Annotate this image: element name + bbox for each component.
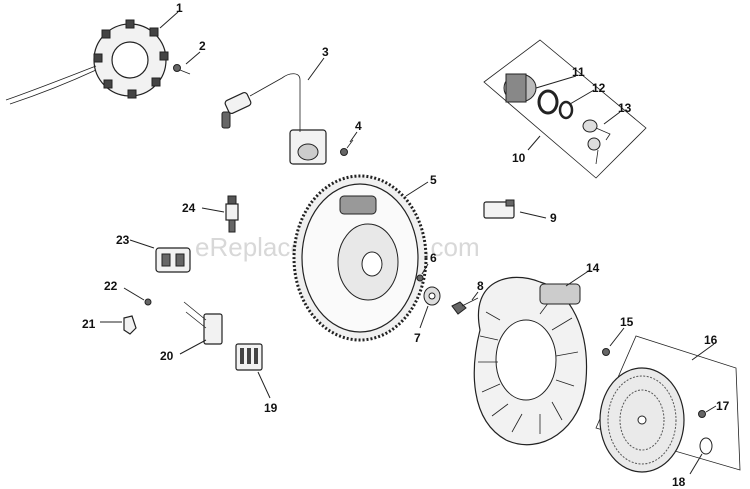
rectifier-part-9[interactable]: [483, 199, 515, 219]
screw-part-17[interactable]: [698, 410, 706, 418]
key-switch-assembly-frame: [483, 39, 647, 179]
leader-lines: [100, 11, 717, 475]
screw-part-15[interactable]: [602, 348, 610, 356]
callout-20: 20: [160, 349, 174, 363]
callout-17: 17: [716, 399, 730, 413]
callout-7: 7: [414, 331, 421, 345]
terminal-part-21[interactable]: [123, 315, 137, 335]
spark-plug-part-24[interactable]: [225, 195, 239, 233]
flywheel-part[interactable]: [292, 174, 428, 342]
washer-part-7[interactable]: [423, 286, 441, 306]
stator-part[interactable]: [5, 19, 169, 105]
screw-part-4[interactable]: [340, 139, 354, 156]
callout-labels: 1 2 3 4 5 6 7 8 9 10 11 12 13 14 15 16 1…: [82, 1, 730, 489]
key-part-13[interactable]: [582, 119, 611, 165]
callout-23: 23: [116, 233, 130, 247]
regulator-part-23[interactable]: [155, 247, 191, 273]
nut-part-22[interactable]: [144, 298, 152, 306]
callout-3: 3: [322, 45, 329, 59]
callout-8: 8: [477, 279, 484, 293]
callout-5: 5: [430, 173, 437, 187]
ring-part-18[interactable]: [699, 437, 713, 455]
callout-9: 9: [550, 211, 557, 225]
callout-4: 4: [355, 119, 362, 133]
callout-11: 11: [572, 65, 585, 79]
connector-part-19[interactable]: [235, 343, 263, 371]
callout-6: 6: [430, 251, 437, 265]
washer-part-6[interactable]: [416, 274, 424, 282]
ignition-module-part[interactable]: [221, 73, 327, 165]
blower-housing-part-14[interactable]: [473, 276, 588, 446]
screen-assembly-frame: [595, 335, 741, 471]
callout-24: 24: [182, 201, 196, 215]
screw-part-2[interactable]: [173, 64, 191, 75]
callout-21: 21: [82, 317, 96, 331]
callout-18: 18: [672, 475, 686, 489]
harness-plug-part-20[interactable]: [183, 301, 223, 345]
callout-12: 12: [592, 81, 606, 95]
callout-22: 22: [104, 279, 118, 293]
callout-13: 13: [618, 101, 632, 115]
callout-15: 15: [620, 315, 634, 329]
callout-14: 14: [586, 261, 600, 275]
callout-1: 1: [176, 1, 183, 15]
key-switch-part-11[interactable]: [503, 73, 537, 103]
callout-10: 10: [512, 151, 526, 165]
callout-16: 16: [704, 333, 718, 347]
nut-part-12[interactable]: [537, 89, 574, 120]
callout-2: 2: [199, 39, 206, 53]
bolt-part-8[interactable]: [451, 297, 479, 315]
debris-screen-part-16[interactable]: [599, 367, 685, 473]
callout-19: 19: [264, 401, 278, 415]
